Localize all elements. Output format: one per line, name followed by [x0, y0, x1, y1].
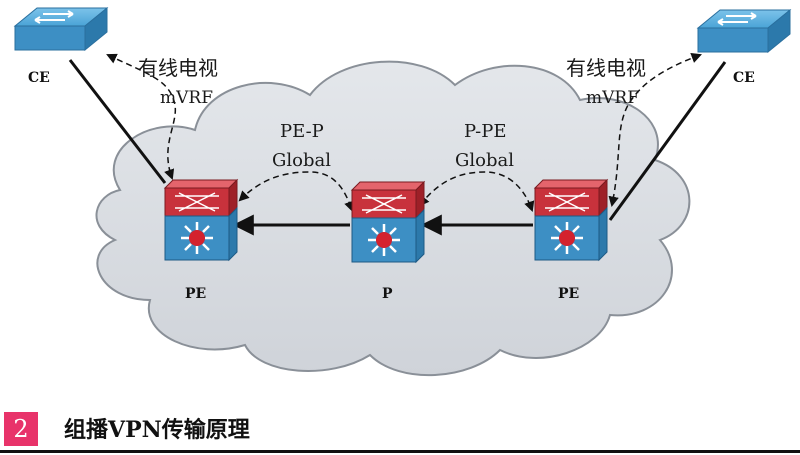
dashed-arc-ce-left: [106, 53, 177, 180]
pe-p-label: PE-P: [280, 121, 324, 142]
figure-number-badge: 2: [4, 412, 38, 446]
pe-left-router-icon[interactable]: [163, 178, 239, 262]
tv-left-label: 有线电视: [138, 56, 218, 80]
ce-left-switch-icon[interactable]: [13, 6, 109, 52]
ce-right-label: CE: [733, 70, 755, 86]
p-router-icon[interactable]: [350, 180, 426, 264]
caption-divider: [0, 450, 800, 453]
mvrf-left-label: mVRF: [160, 88, 213, 108]
p-center-label: P: [382, 286, 393, 302]
dashed-arc-pe-p: [238, 171, 355, 212]
p-pe-label: P-PE: [464, 121, 506, 142]
global-left-label: Global: [272, 150, 331, 171]
global-right-label: Global: [455, 150, 514, 171]
pe-right-router-icon[interactable]: [533, 178, 609, 262]
pe-left-label: PE: [185, 286, 206, 302]
pe-right-label: PE: [558, 286, 579, 302]
tv-right-label: 有线电视: [566, 56, 646, 80]
figure-caption: 2 组播VPN传输原理: [0, 398, 800, 455]
dashed-arc-p-pe: [418, 171, 535, 212]
ce-right-switch-icon[interactable]: [696, 8, 792, 54]
figure-title: 组播VPN传输原理: [64, 417, 250, 443]
dashed-arc-ce-right: [608, 53, 702, 208]
ce-left-label: CE: [28, 70, 50, 86]
mvrf-right-label: mVRF: [586, 88, 639, 108]
